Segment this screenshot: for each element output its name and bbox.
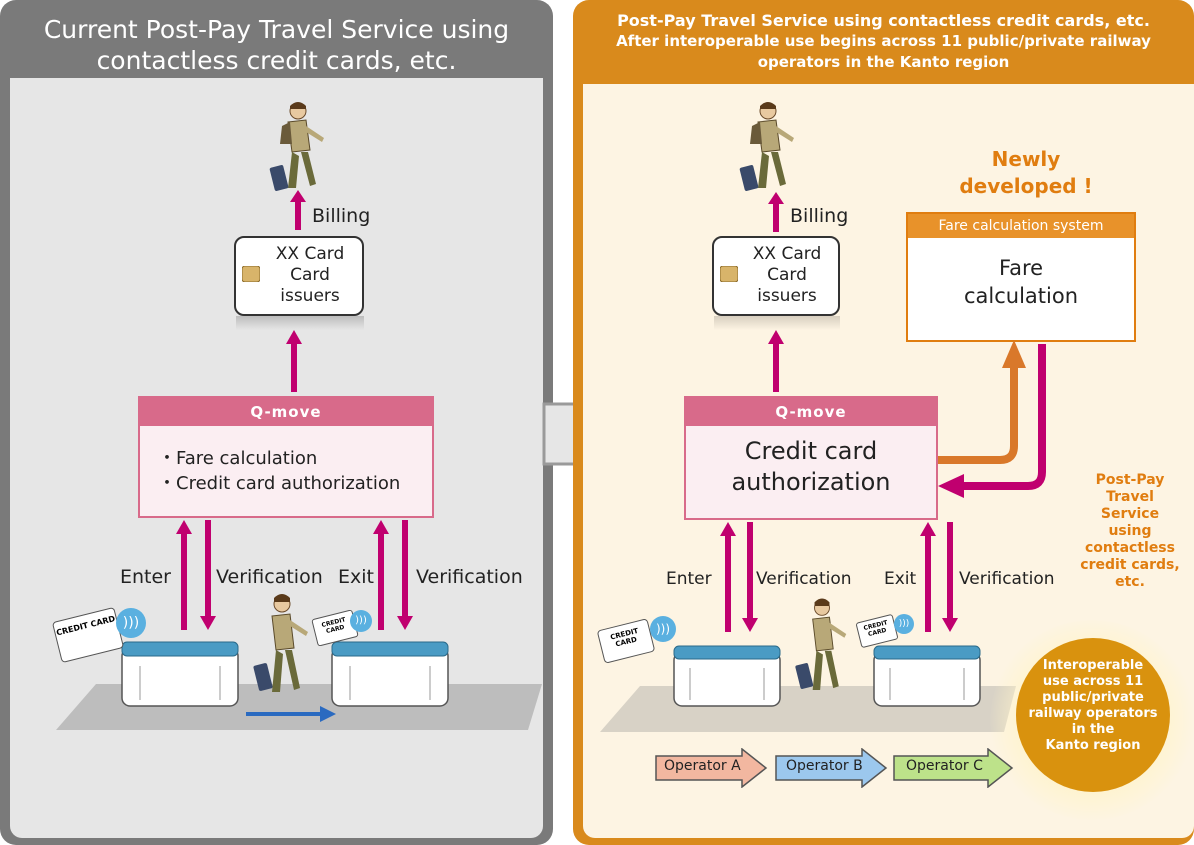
qmove-item-auth: ・Credit card authorization <box>158 473 401 494</box>
side-note-5: contactless <box>1085 540 1175 556</box>
ic-chip-icon-right <box>720 266 738 282</box>
ic-chip-icon <box>242 266 260 282</box>
issuer-shadow-right <box>714 316 840 330</box>
operator-c-arrow: Operator C <box>892 748 1014 788</box>
newly-line2: developed ! <box>959 174 1093 198</box>
enter-label: Enter <box>120 566 171 588</box>
right-title-line3: operators in the Kanto region <box>757 53 1010 71</box>
verification-label-right-2: Verification <box>959 569 1055 589</box>
side-note: Post-Pay Travel Service using contactles… <box>1066 472 1194 591</box>
exit-label-right: Exit <box>884 569 917 589</box>
verification-arrow-right <box>742 522 758 632</box>
fare-calculation-system: Fare calculation system Fare calculation <box>906 212 1136 342</box>
side-note-3: Service <box>1100 506 1160 522</box>
badge-line2: use across 11 <box>1042 674 1144 689</box>
traveler-icon-right <box>739 102 794 191</box>
operator-c-label: Operator C <box>906 758 983 774</box>
left-title-line2: contactless credit cards, etc. <box>96 46 457 75</box>
fare-line2: calculation <box>963 284 1079 308</box>
verification-label-2: Verification <box>416 566 523 588</box>
issuer-right-line3: issuers <box>757 286 817 306</box>
issuer-box-right: XX Card Card issuers <box>712 236 840 316</box>
issuer-right-line2: Card <box>767 265 807 285</box>
fare-line1: Fare <box>998 256 1044 280</box>
verification-label-right: Verification <box>756 569 852 589</box>
operator-b-label: Operator B <box>786 758 863 774</box>
side-note-7: etc. <box>1115 574 1145 590</box>
verification-arrow-2 <box>397 520 413 630</box>
billing-label: Billing <box>312 205 371 227</box>
exit-arrow-right <box>920 522 936 632</box>
operator-a-arrow: Operator A <box>654 748 768 788</box>
exit-label: Exit <box>338 566 374 588</box>
right-title-line1: Post-Pay Travel Service using contactles… <box>617 11 1150 30</box>
badge-line4: railway operators <box>1028 706 1158 721</box>
right-title: Post-Pay Travel Service using contactles… <box>573 10 1194 73</box>
ticket-gate-entry-right <box>673 645 781 707</box>
issuer-shadow <box>236 316 364 330</box>
contactless-icon-right-2: ))) <box>894 614 914 634</box>
side-note-2: Travel <box>1106 489 1154 505</box>
verification-label: Verification <box>216 566 323 588</box>
badge-line5: in the <box>1071 722 1115 737</box>
enter-arrow-right <box>720 522 736 632</box>
billing-arrow <box>290 190 306 230</box>
issuer-line1: XX Card <box>275 244 345 264</box>
enter-label-right: Enter <box>666 569 712 589</box>
left-title-line1: Current Post-Pay Travel Service using <box>43 15 510 44</box>
newly-developed-label: Newly developed ! <box>916 146 1136 200</box>
issuer-line2: Card <box>290 265 330 285</box>
badge-line6: Kanto region <box>1045 738 1141 753</box>
operator-a-label: Operator A <box>664 758 741 774</box>
billing-label-right: Billing <box>790 205 849 227</box>
billing-arrow-right <box>768 192 784 232</box>
issuer-box: XX Card Card issuers <box>234 236 364 316</box>
qmove-header-right: Q-move <box>686 398 936 426</box>
operator-b-arrow: Operator B <box>774 748 888 788</box>
badge-line3: public/private <box>1042 690 1144 705</box>
ticket-gate-exit-right <box>873 645 981 707</box>
walking-traveler-icon <box>253 594 308 692</box>
ticket-gate-entry <box>121 641 239 707</box>
ticket-gate-exit <box>331 641 449 707</box>
left-title: Current Post-Pay Travel Service using co… <box>0 14 553 76</box>
exit-arrow <box>373 520 389 630</box>
contactless-icon-right: ))) <box>650 616 676 642</box>
right-title-line2: After interoperable use begins across 11… <box>616 32 1151 50</box>
side-note-1: Post-Pay <box>1095 472 1165 488</box>
qmove-item-fare: ・Fare calculation <box>158 448 318 469</box>
qmove-to-issuer-arrow <box>286 330 302 392</box>
qmove-header: Q-move <box>140 398 432 426</box>
newly-line1: Newly <box>991 147 1061 171</box>
fare-connection-arrows <box>938 340 1046 498</box>
issuer-line3: issuers <box>280 286 340 306</box>
fare-system-header: Fare calculation system <box>908 214 1134 238</box>
issuer-right-line1: XX Card <box>752 244 822 264</box>
verification-arrow-right-2 <box>942 522 958 632</box>
side-note-6: credit cards, <box>1080 557 1180 573</box>
traveler-icon <box>269 102 324 191</box>
auth-line2: authorization <box>731 468 891 496</box>
contactless-icon: ))) <box>116 608 146 638</box>
qmove-to-issuer-arrow-right <box>768 330 784 392</box>
auth-line1: Credit card <box>744 437 878 465</box>
enter-arrow <box>176 520 192 630</box>
interoperable-badge: Interoperable use across 11 public/priva… <box>1016 638 1170 792</box>
qmove-box: Q-move ・Fare calculation ・Credit card au… <box>138 396 434 518</box>
contactless-icon-2: ))) <box>350 610 372 632</box>
direction-arrow <box>246 706 336 722</box>
side-note-4: using <box>1108 523 1152 539</box>
badge-line1: Interoperable <box>1042 658 1144 673</box>
qmove-box-right: Q-move Credit card authorization <box>684 396 938 520</box>
walking-traveler-icon-right <box>795 598 847 690</box>
verification-arrow <box>200 520 216 630</box>
